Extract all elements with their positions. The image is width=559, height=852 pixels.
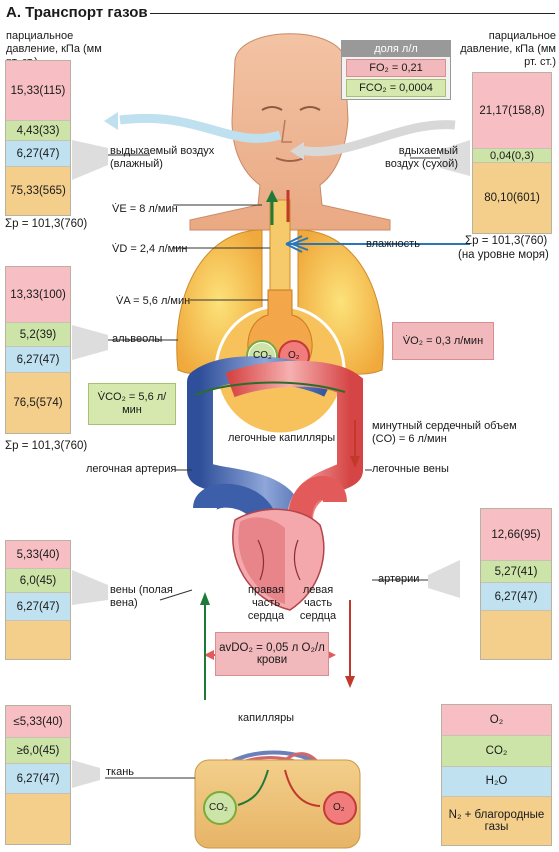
fraction-box: доля л/л FO₂ = 0,21 FCO₂ = 0,0004 [341, 40, 451, 100]
legend-o2: O₂ [442, 705, 551, 736]
pulmonary-capillaries-label: легочные капилляры [228, 432, 336, 444]
left-top-n2: 75,33(565) [6, 167, 70, 215]
left-heart-label: левая часть сердца [299, 584, 337, 622]
venous-h2o: 6,27(47) [6, 593, 70, 621]
right-top-n2: 80,10(601) [473, 163, 551, 233]
arteries-label: артерии [378, 573, 420, 585]
alveolus-co2-symbol: CO₂ [253, 350, 272, 361]
veins-label: вены (полая вена) [110, 584, 173, 609]
heart-illustration [232, 508, 325, 611]
tissue-o2-symbol: O₂ [333, 802, 345, 813]
fraction-o2: FO₂ = 0,21 [346, 59, 446, 77]
venous-co2: 6,0(45) [6, 569, 70, 593]
venous-pressures: 5,33(40) 6,0(45) 6,27(47) [5, 540, 71, 660]
head-illustration [189, 33, 391, 231]
fraction-title: доля л/л [342, 41, 450, 57]
alveolus-o2-symbol: O₂ [288, 350, 300, 361]
avdo2-box: avDO₂ = 0,05 л O₂/л крови [215, 632, 329, 676]
legend-h2o: H₂O [442, 766, 551, 798]
right-top-o2: 21,17(158,8) [473, 73, 551, 149]
vco2-box: V̇CO₂ = 5,6 л/мин [88, 383, 176, 425]
tissue-n2 [6, 794, 70, 844]
legend-co2: CO₂ [442, 735, 551, 767]
left-top-sum: Σp = 101,3(760) [5, 218, 88, 230]
left-top-co2: 4,43(33) [6, 121, 70, 141]
legend: O₂ CO₂ H₂O N₂ + благородные газы [441, 704, 552, 846]
page-title: А. Транспорт газов [6, 4, 148, 21]
inhaled-label: вдыхаемый воздух (сухой) [385, 145, 458, 170]
alveoli-label: альвеолы [112, 333, 163, 345]
tissue-label: ткань [106, 766, 135, 778]
alveolar-o2: 13,33(100) [6, 267, 70, 323]
venous-n2 [6, 621, 70, 659]
vo2-box: V̇O₂ = 0,3 л/мин [392, 322, 494, 360]
alveolar-n2: 76,5(574) [6, 373, 70, 433]
exhaled-label: выдыхаемый воздух (влажный) [110, 145, 215, 170]
tissue-o2: ≤5,33(40) [6, 706, 70, 738]
pulmonary-veins-label: легочные вены [372, 463, 449, 475]
alveolar-sum: Σp = 101,3(760) [5, 440, 88, 452]
humidity-label: влажность [366, 238, 420, 250]
title-rule [150, 13, 555, 14]
capillaries-label: капилляры [238, 712, 295, 724]
alveolar-h2o: 6,27(47) [6, 347, 70, 373]
venous-o2: 5,33(40) [6, 541, 70, 569]
ve-label: V̇E = 8 л/мин [112, 203, 178, 215]
legend-n2: N₂ + благородные газы [442, 797, 551, 845]
cardiac-output-label: минутный сердечный объем (CO) = 6 л/мин [372, 420, 517, 445]
tissue-pressures: ≤5,33(40) ≥6,0(45) 6,27(47) [5, 705, 71, 845]
va-label: V̇A = 5,6 л/мин [116, 295, 191, 307]
alveolar-co2: 5,2(39) [6, 323, 70, 347]
arterial-n2 [481, 611, 551, 659]
right-heart-label: правая часть сердца [247, 584, 285, 622]
tissue-co2-symbol: CO₂ [209, 802, 228, 813]
tissue-h2o: 6,27(47) [6, 764, 70, 794]
right-top-pressures: 21,17(158,8) 0,04(0,3) 80,10(601) [472, 72, 552, 234]
right-top-co2: 0,04(0,3) [473, 149, 551, 163]
fraction-co2: FCO₂ = 0,0004 [346, 79, 446, 97]
left-top-h2o: 6,27(47) [6, 141, 70, 167]
left-top-o2: 15,33(115) [6, 61, 70, 121]
pulmonary-artery-label: легочная артерия [86, 463, 177, 475]
tissue-co2: ≥6,0(45) [6, 738, 70, 764]
alveolar-pressures: 13,33(100) 5,2(39) 6,27(47) 76,5(574) [5, 266, 71, 434]
right-top-sum-note: (на уровне моря) [458, 249, 549, 261]
arterial-co2: 5,27(41) [481, 561, 551, 583]
vd-label: V̇D = 2,4 л/мин [112, 243, 188, 255]
arterial-h2o: 6,27(47) [481, 583, 551, 611]
right-top-sum: Σp = 101,3(760) [465, 235, 548, 247]
arterial-pressures: 12,66(95) 5,27(41) 6,27(47) [480, 508, 552, 660]
right-top-caption: парциальное давление, кПа (мм рт. ст.) [460, 30, 556, 68]
arterial-o2: 12,66(95) [481, 509, 551, 561]
left-top-pressures: 15,33(115) 4,43(33) 6,27(47) 75,33(565) [5, 60, 71, 216]
